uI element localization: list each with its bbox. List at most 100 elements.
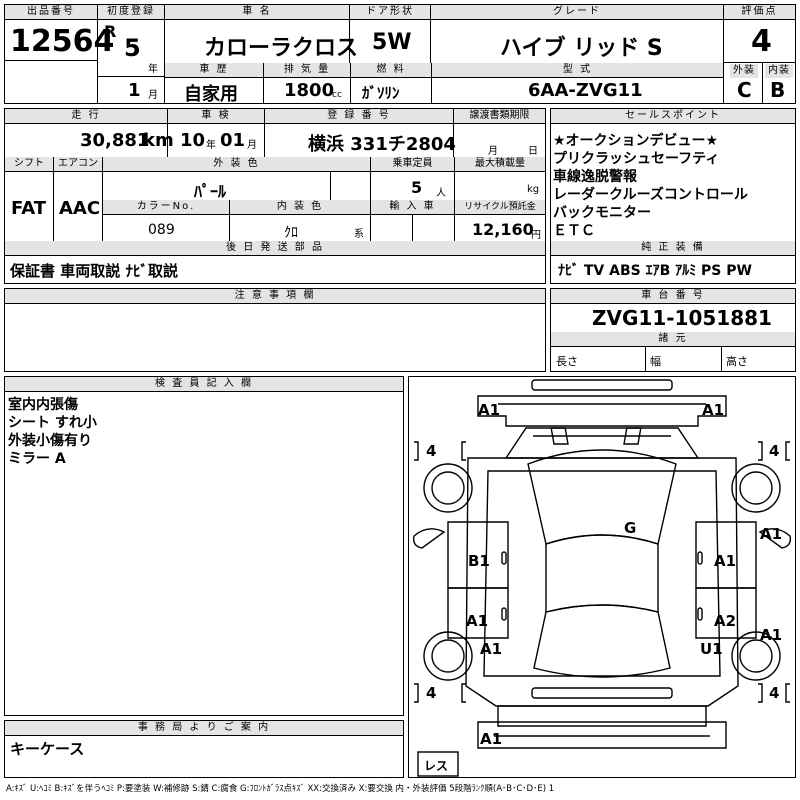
score-value: 4 (751, 24, 772, 59)
car-diagram: A1 A1 G A1 B1 A1 A1 A2 A1 A1 U1 A1 4 4 4… (412, 379, 792, 777)
capacity-header: 乗車定員 (371, 157, 454, 172)
spare-tire: レス (424, 759, 448, 773)
damage-mark: G (624, 519, 636, 537)
mileage-unit: km (143, 130, 174, 151)
ext-color: ﾊﾟｰﾙ (194, 182, 227, 201)
shift-header: シフト (5, 157, 53, 172)
history: 自家用 (184, 84, 238, 105)
grade: ハイブ リッド S (500, 36, 663, 61)
recycle-unit: 円 (531, 230, 541, 241)
damage-mark: A1 (760, 626, 782, 644)
displacement: 1800 (284, 80, 335, 101)
damage-mark: A1 (760, 525, 782, 543)
grade-header: グレード (431, 5, 723, 20)
spec-height: 高さ (726, 355, 748, 368)
damage-mark: A1 (702, 401, 724, 419)
tire-score: 4 (769, 684, 779, 702)
door-header: ドア形状 (350, 5, 430, 20)
damage-mark: B1 (468, 552, 490, 570)
mileage: 30,881 (80, 130, 150, 151)
inspection-year: 10 (180, 130, 206, 151)
equipment: ﾅﾋﾞ TV ABS ｴｱB ｱﾙﾐ PS PW (558, 263, 752, 279)
mileage-header: 走 行 (5, 109, 167, 124)
int-score: B (770, 78, 786, 102)
color-no: 089 (148, 222, 175, 238)
notes-header: 注 意 事 項 欄 (5, 289, 545, 304)
sales-points-header: セールスポイント (551, 109, 795, 124)
inspection-month-unit: 月 (247, 140, 257, 151)
sales-point: バックモニター (553, 205, 651, 221)
chassis-header: 車 台 番 号 (551, 289, 795, 304)
first-reg-header: 初度登録 (98, 5, 164, 20)
int-color-unit: 系 (354, 229, 364, 240)
capacity-unit: 人 (436, 188, 446, 199)
notes-block (4, 288, 546, 372)
ext-score: C (737, 78, 752, 102)
first-reg-year: 5 (124, 34, 141, 62)
office-header: 事 務 局 よ り ご 案 内 (5, 721, 403, 736)
int-color-header: 内 装 色 (230, 200, 370, 215)
inspector-note: シート すれ小 (8, 415, 97, 431)
damage-mark: A1 (714, 552, 736, 570)
color-no-header: カラーNo. (103, 200, 229, 215)
displacement-header: 排 気 量 (264, 63, 350, 78)
top-block (4, 4, 796, 104)
damage-mark: A1 (478, 401, 500, 419)
inspector-note: 外装小傷有り (8, 433, 92, 449)
later-parts: 保証書 車両取説 ﾅﾋﾞ取説 (10, 262, 178, 280)
door-type: 5W (372, 30, 412, 55)
first-reg-month-unit: 月 (148, 90, 158, 101)
ext-score-label: 外装 (730, 64, 758, 78)
equipment-header: 純 正 装 備 (551, 241, 795, 256)
sales-point: プリクラッシュセーフティ (553, 151, 720, 167)
sales-point: ＥＴＣ (553, 223, 595, 239)
registration-header: 登 録 番 号 (265, 109, 453, 124)
sales-point: 車線逸脱警報 (553, 169, 637, 185)
later-parts-header: 後 日 発 送 部 品 (5, 241, 545, 256)
car-diagram-frame (408, 376, 796, 778)
inspector-note: 室内内張傷 (8, 397, 78, 413)
inspector-block (4, 376, 404, 716)
chassis-block (550, 288, 796, 372)
model-header: 型 式 (432, 63, 723, 78)
registration: 横浜 331チ2804 (308, 134, 456, 155)
inspector-header: 検 査 員 記 入 欄 (5, 377, 403, 392)
damage-mark: A1 (466, 612, 488, 630)
ext-color-header: 外 装 色 (103, 157, 370, 172)
office-block (4, 720, 404, 778)
history-header: 車 歴 (165, 63, 263, 78)
max-load-unit: kg (527, 184, 540, 195)
vehicle-info-block (4, 108, 546, 284)
first-reg-era: R (104, 22, 117, 41)
sales-points-block (550, 108, 796, 284)
damage-mark: A1 (480, 730, 502, 748)
tire-score: 4 (769, 442, 779, 460)
transfer-doc-header: 譲渡書類期限 (454, 109, 545, 124)
damage-mark: A2 (714, 612, 736, 630)
transfer-doc-day-unit: 日 (528, 146, 538, 157)
model: 6AA-ZVG11 (528, 80, 643, 101)
first-reg-year-unit: 年 (148, 64, 158, 75)
inspection-year-unit: 年 (206, 140, 216, 151)
recycle-header: リサイクル預託金 (455, 200, 545, 215)
first-reg-month: 1 (128, 80, 141, 101)
spec-width: 幅 (650, 355, 661, 368)
car-name: カローラクロス (204, 36, 359, 61)
sales-point: レーダークルーズコントロール (553, 187, 748, 203)
max-load-header: 最大積載量 (455, 157, 545, 172)
import-header: 輸 入 車 (371, 200, 454, 215)
car-name-header: 車 名 (165, 5, 349, 20)
damage-mark: U1 (700, 640, 723, 658)
sales-point: ★オークションデビュー★ (553, 133, 719, 149)
capacity: 5 (411, 178, 423, 197)
damage-mark: A1 (480, 640, 502, 658)
transfer-doc-month-unit: 月 (488, 146, 498, 157)
shift: FAT (11, 198, 47, 219)
lot-header: 出品番号 (5, 5, 97, 20)
fuel: ｶﾞｿﾘﾝ (362, 84, 400, 102)
inspection-month: 01 (220, 130, 246, 151)
aircon: AAC (59, 198, 101, 219)
inspection-header: 車 検 (168, 109, 264, 124)
legend: A:ｷｽﾞ U:ﾍｺﾐ B:ｷｽﾞを伴うﾍｺﾐ P:要塗装 W:補修跡 S:錆 … (6, 784, 555, 794)
tire-score: 4 (426, 442, 436, 460)
